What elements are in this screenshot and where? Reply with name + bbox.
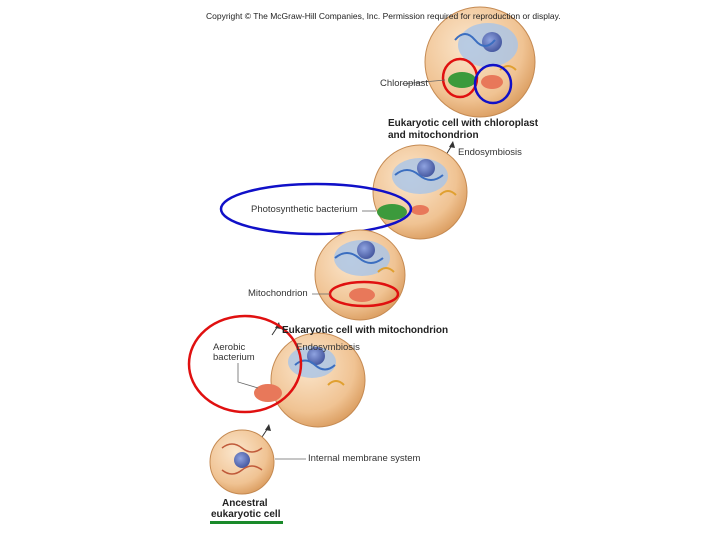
red-highlight-aerobic <box>187 314 303 414</box>
mitochondrion-icon-2 <box>349 288 375 302</box>
copyright-notice: Copyright © The McGraw-Hill Companies, I… <box>206 11 561 21</box>
blue-highlight-photosynthetic <box>219 182 413 236</box>
label-mitochondrion: Mitochondrion <box>248 288 308 299</box>
chloroplast-icon <box>448 72 476 88</box>
label-endosymbiosis-top: Endosymbiosis <box>458 147 522 158</box>
arrow-up-1 <box>445 141 455 156</box>
label-euk-chloro-2: and mitochondrion <box>388 130 479 141</box>
label-ancestral-2: eukaryotic cell <box>211 509 281 520</box>
cell-mitochondrion <box>314 229 406 321</box>
label-chloroplast: Chloroplast <box>380 78 429 89</box>
chloroplast-leader-line <box>401 79 446 85</box>
photosynthetic-bacterium-icon <box>377 204 407 220</box>
label-euk-chloro-1: Eukaryotic cell with chloroplast <box>388 118 539 129</box>
label-internal-membrane: Internal membrane system <box>308 453 421 464</box>
label-aerobic-1: Aerobic <box>213 342 246 353</box>
label-photosynthetic: Photosynthetic bacterium <box>251 204 358 215</box>
aerobic-bacterium-icon <box>254 384 282 402</box>
label-aerobic-2: bacterium <box>213 352 255 363</box>
blue-highlight-mitochondrion <box>473 63 513 105</box>
label-ancestral-1: Ancestral <box>222 498 268 509</box>
label-endosymbiosis-bottom: Endosymbiosis <box>296 342 360 353</box>
label-euk-mito: Eukaryotic cell with mitochondrion <box>282 325 449 336</box>
cell-chloroplast-mitochondrion <box>424 6 536 118</box>
green-underline <box>210 521 283 524</box>
cell-mitochondrion-engulfing <box>372 144 468 240</box>
mitochondrion-icon <box>481 75 503 89</box>
cell-ancestral <box>209 429 275 495</box>
arrow-up-4 <box>261 424 271 438</box>
